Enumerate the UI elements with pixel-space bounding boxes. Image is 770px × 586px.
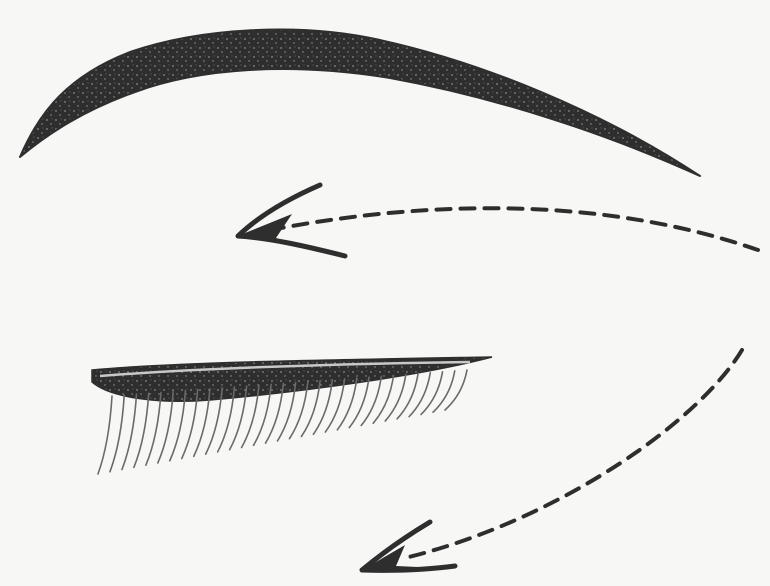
eyelash (110, 395, 124, 472)
eyelid-icon (92, 357, 492, 401)
eyebrow-icon (20, 30, 700, 176)
eyelash (98, 396, 112, 474)
arrow-left-icon (238, 185, 758, 256)
arrow-down-left-icon (362, 350, 742, 570)
